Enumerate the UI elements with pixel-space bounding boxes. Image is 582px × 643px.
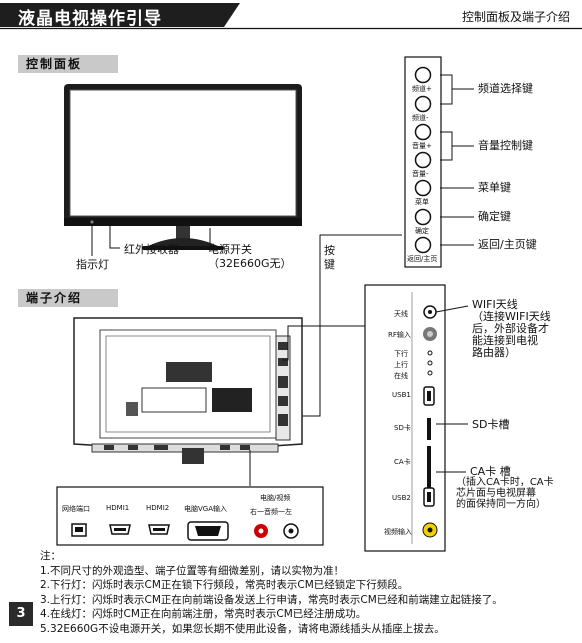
section-heading-terminals: 端子介绍	[18, 289, 118, 307]
callout-menu-key: 菜单键	[478, 181, 511, 194]
notes-heading: 注：	[40, 550, 61, 562]
port-label-hdmi1: HDMI1	[106, 504, 130, 512]
button-label-ok: 确定	[415, 227, 429, 235]
ca-slot-callout-line-3: 的面保持同一方向）	[456, 499, 546, 510]
page-title: 液晶电视操作引导	[18, 9, 162, 29]
ca-slot-callout: CA卡 槽 （插入CA卡时，CA卡 芯片面与电视屏幕 的面保持同一方向）	[456, 466, 554, 510]
tv-front-illustration	[64, 84, 302, 256]
port-label-video-in: 视频输入	[384, 528, 412, 536]
side-port-panel	[364, 284, 446, 552]
section-heading-control-panel: 控制面板	[18, 55, 118, 73]
side-panel-connector	[282, 325, 366, 361]
indicator-label: 指示灯	[76, 258, 109, 271]
port-label-pc-video: 电脑/视频	[260, 494, 291, 502]
port-label-rf-input: RF输入	[388, 331, 411, 339]
power-switch-label: 电源开关	[208, 243, 252, 256]
button-label-vol-down: 音量-	[412, 170, 429, 178]
bottom-strip-connector	[249, 450, 251, 486]
note-item: 2.下行灯：闪烁时表示CM正在锁下行频段，常亮时表示CM已经锁定下行频段。	[40, 579, 409, 591]
tv-back-illustration	[73, 317, 303, 464]
control-button-panel	[404, 56, 442, 268]
page-header: 液晶电视操作引导 控制面板及端子介绍	[0, 0, 582, 32]
button-label-menu: 菜单	[415, 198, 429, 206]
callout-ok-key: 确定键	[478, 210, 511, 223]
notes-block: 注： 1.不同尺寸的外观造型、端子位置等有细微差别，请以实物为准！ 2.下行灯：…	[40, 549, 503, 636]
wifi-callout-line-5: 路由器）	[472, 346, 516, 359]
power-switch-note: （32E660G无）	[208, 257, 292, 270]
ca-slot-callout-line-1: （插入CA卡时，CA卡	[456, 477, 554, 488]
port-label-ca: CA卡	[394, 458, 411, 466]
wifi-callout-line-4: 能连接到电视	[472, 334, 538, 347]
bottom-port-strip	[56, 486, 324, 546]
note-item: 4.在线灯：闪烁时CM正在向前端注册，常亮时表示CM已经注册成功。	[40, 608, 367, 620]
port-label-sd: SD卡	[394, 424, 411, 432]
port-label-usb1: USB1	[392, 391, 411, 399]
led-label-online: 在线	[394, 372, 408, 380]
led-label-downlink: 下行	[394, 350, 408, 358]
port-label-vga: 电脑VGA输入	[184, 505, 228, 513]
note-item: 3.上行灯：闪烁时表示CM正在向前端设备发送上行申请，常亮时表示CM已经和前端建…	[40, 593, 503, 606]
button-callout-lines	[440, 74, 474, 246]
port-label-hdmi2: HDMI2	[146, 504, 170, 512]
callout-channel-keys: 频道选择键	[478, 82, 533, 95]
port-label-antenna: 天线	[394, 310, 408, 318]
ca-slot-callout-line-2: 芯片面与电视屏幕	[456, 488, 536, 499]
sd-slot-callout: SD卡槽	[472, 418, 510, 431]
button-label-back-home: 返回/主页	[407, 255, 438, 263]
callout-back-home-key: 返回/主页键	[478, 238, 537, 251]
side-callout-lines	[436, 305, 469, 473]
button-label-ch-up: 频道+	[412, 85, 432, 93]
wifi-callout-line-1: WIFI天线	[472, 298, 518, 311]
page-number: 3	[9, 602, 33, 626]
led-label-uplink: 上行	[394, 361, 408, 369]
button-label-vol-up: 音量+	[412, 142, 432, 150]
section-title: 控制面板及端子介绍	[461, 10, 570, 24]
buttons-label: 按键	[324, 244, 335, 271]
wifi-callout-line-3: 后，外部设备才	[472, 322, 549, 335]
callout-volume-keys: 音量控制键	[478, 139, 533, 152]
port-label-lan: 网络端口	[62, 505, 90, 513]
header-banner	[0, 3, 582, 30]
port-label-audio-lr: 右一音频一左	[250, 508, 292, 516]
ir-receiver-label: 红外接收器	[124, 243, 179, 256]
port-label-usb2: USB2	[392, 494, 411, 502]
note-item: 1.不同尺寸的外观造型、端子位置等有细微差别，请以实物为准！	[40, 564, 345, 577]
wifi-callout-line-2: （连接WIFI天线	[472, 310, 551, 323]
button-label-ch-down: 频道-	[412, 114, 429, 122]
wifi-callout: WIFI天线 （连接WIFI天线 后，外部设备才 能连接到电视 路由器）	[472, 299, 551, 359]
note-item: 5.32E660G不设电源开关，如果您长期不使用此设备，请将电源线插头从插座上拔…	[40, 622, 445, 635]
ca-slot-callout-title: CA卡 槽	[470, 465, 511, 478]
